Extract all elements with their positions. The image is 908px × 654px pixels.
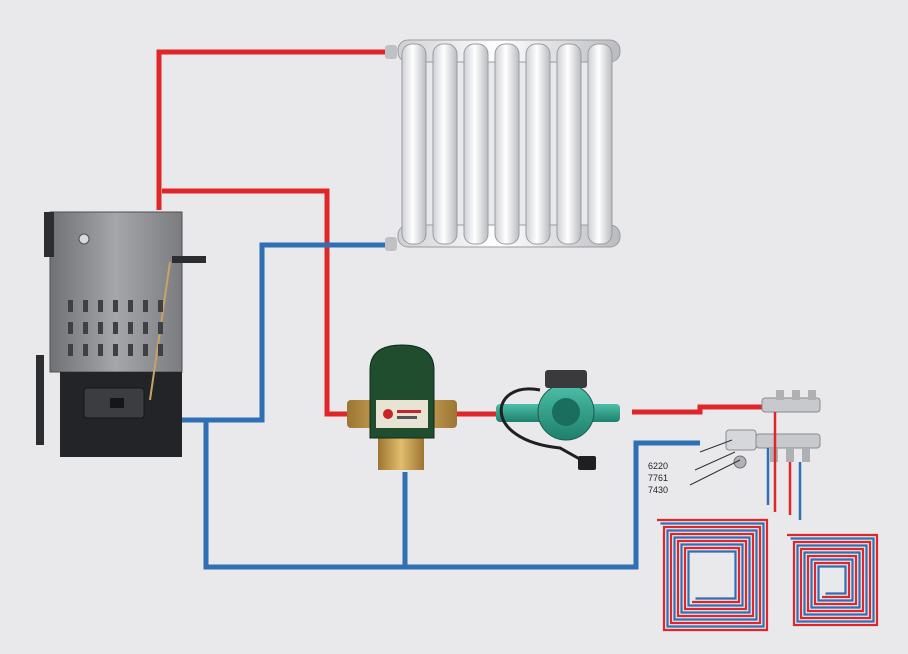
supply-pipes: [156, 49, 770, 417]
supply-pipe-boiler-to-valve: [162, 188, 352, 417]
floor-heating-manifold: 6220 7761 7430: [648, 390, 821, 495]
manifold-label-0: 6220: [648, 461, 668, 471]
circulation-pump: [496, 370, 620, 470]
boiler-vent-slot: [143, 322, 148, 334]
boiler-vent-slot: [158, 344, 163, 356]
boiler-vent-slot: [158, 300, 163, 312]
manifold-label-1: 7761: [648, 473, 668, 483]
boiler-vent-slot: [98, 322, 103, 334]
boiler-vent-slot: [113, 322, 118, 334]
radiator-sections: [401, 43, 613, 245]
radiator: [385, 39, 621, 251]
radiator-section: [494, 43, 520, 245]
mixing-valve: [347, 344, 457, 470]
radiator-section: [525, 43, 551, 245]
manifold-label-2: 7430: [648, 485, 668, 495]
return-pipe-bottom-loop: [203, 420, 700, 570]
boiler-vent-slot: [68, 344, 73, 356]
boiler-vent-slot: [68, 322, 73, 334]
boiler-vent-slot: [68, 300, 73, 312]
supply-pipe-boiler-to-radiator: [156, 49, 390, 210]
boiler-vent-slot: [128, 344, 133, 356]
boiler-vent-slot: [98, 344, 103, 356]
radiator-section: [556, 43, 582, 245]
boiler-vent-slot: [113, 344, 118, 356]
boiler-vent-slot: [143, 344, 148, 356]
solid-fuel-boiler: [36, 211, 206, 457]
manifold-labels: 6220 7761 7430: [648, 461, 668, 495]
loop-supply-coil: [657, 518, 769, 632]
underfloor-loops: [657, 412, 879, 632]
loop-supply-coil: [787, 533, 879, 627]
supply-pipe-pump-to-manifold: [632, 404, 770, 415]
boiler-vent-slot: [128, 322, 133, 334]
boiler-vent-slot: [158, 322, 163, 334]
boiler-vent-slot: [83, 344, 88, 356]
radiator-section: [587, 43, 613, 245]
boiler-vent-slot: [113, 300, 118, 312]
return-pipes: [180, 242, 700, 570]
radiator-section: [401, 43, 427, 245]
boiler-vents: [68, 300, 163, 356]
boiler-vent-slot: [83, 322, 88, 334]
boiler-vent-slot: [98, 300, 103, 312]
boiler-vent-slot: [83, 300, 88, 312]
boiler-vent-slot: [143, 300, 148, 312]
radiator-section: [432, 43, 458, 245]
radiator-section: [463, 43, 489, 245]
floor-loop-right: [787, 533, 879, 627]
loop-return-coil: [660, 522, 765, 628]
boiler-vent-slot: [128, 300, 133, 312]
loop-return-coil: [790, 537, 875, 623]
floor-loop-left: [657, 518, 769, 632]
return-pipe-radiator-to-boiler: [180, 242, 393, 423]
